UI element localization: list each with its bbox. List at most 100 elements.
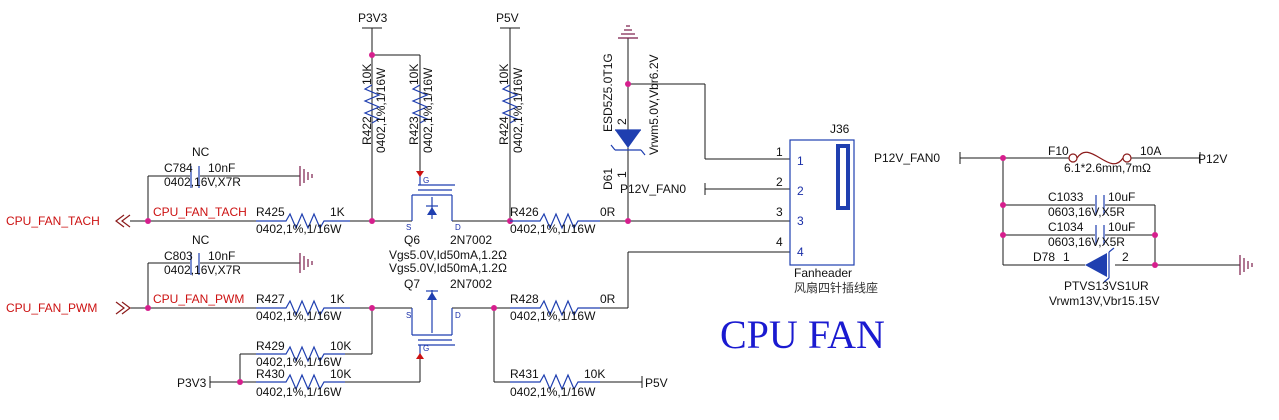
- spec-r428: 0402,1%,1/16W: [510, 309, 596, 323]
- value-r430: 10K: [330, 367, 351, 381]
- gate-arrow-icon: [416, 353, 424, 359]
- ref-r429: R429: [256, 339, 285, 353]
- net-label-cpu-fan-pwm: CPU_FAN_PWM: [153, 292, 244, 306]
- pin2-d61: 2: [615, 118, 629, 125]
- net-label-p12v: P12V: [1198, 152, 1227, 166]
- resistor-r428: [510, 299, 600, 317]
- spec-r426: 0402,1%,1/16W: [510, 222, 596, 236]
- value-r422: 10K: [360, 64, 374, 85]
- ref-r427: R427: [256, 292, 285, 306]
- net-label-p5v: P5V: [645, 376, 668, 390]
- pin-number-left: 2: [776, 175, 783, 189]
- ref-j36: J36: [830, 122, 850, 136]
- value-c1033: 10uF: [1108, 190, 1135, 204]
- wires: [130, 28, 1240, 383]
- capacitor-c1034: [1095, 225, 1105, 245]
- part-q6: 2N7002: [450, 233, 492, 247]
- resistor-r425: [256, 212, 350, 230]
- net-port-symbols: [115, 27, 1201, 388]
- ref-f10: F10: [1048, 144, 1069, 158]
- resistor-r427: [256, 299, 350, 317]
- net-port-cpu-fan-pwm: CPU_FAN_PWM: [6, 301, 97, 315]
- pin-s: S: [406, 311, 411, 320]
- ref-r426: R426: [510, 205, 539, 219]
- resistor-r422: [363, 84, 381, 124]
- ground-symbols: [299, 25, 1253, 275]
- schematic-title: CPU FAN: [720, 312, 885, 357]
- pin-number-left: 3: [776, 205, 783, 219]
- ref-d61: D61: [601, 168, 615, 190]
- part-d78: PTVS13VS1UR: [1064, 279, 1149, 293]
- pin-g: G: [423, 344, 429, 353]
- ref-c784: C784: [164, 161, 193, 175]
- value-r429: 10K: [330, 339, 351, 353]
- value-c784: 10nF: [208, 161, 235, 175]
- pin-number-left: 4: [776, 235, 783, 249]
- pin-g: G: [423, 176, 429, 185]
- label-nc: NC: [192, 145, 210, 159]
- value-r426: 0R: [600, 205, 616, 219]
- ref-c1034: C1034: [1048, 220, 1084, 234]
- resistor-r426: [510, 212, 600, 230]
- part-d61: ESD5Z5.0T1G: [601, 53, 615, 132]
- part-q7: 2N7002: [450, 277, 492, 291]
- value-r431: 10K: [584, 367, 605, 381]
- pin-s: S: [406, 223, 411, 232]
- ref-d78: D78: [1033, 250, 1055, 264]
- ref-q6: Q6: [404, 233, 420, 247]
- desc-j36: 风扇四针插线座: [794, 280, 878, 295]
- net-label-p3v3: P3V3: [358, 11, 388, 25]
- pin-number-inside: 1: [797, 154, 804, 168]
- ref-r423: R423: [407, 116, 421, 145]
- pin2-d78: 2: [1122, 250, 1129, 264]
- spec-c803: 0402,16V,X7R: [164, 263, 241, 277]
- value-c1034: 10uF: [1108, 220, 1135, 234]
- net-port-cpu-fan-tach: CPU_FAN_TACH: [6, 214, 100, 228]
- junctions: [145, 52, 1158, 385]
- mosfet-q6: [411, 175, 455, 221]
- net-label-cpu-fan-tach: CPU_FAN_TACH: [153, 205, 247, 219]
- value-r428: 0R: [600, 292, 616, 306]
- pin1-d61: 1: [615, 171, 629, 178]
- ref-r424: R424: [497, 116, 511, 145]
- ground-icon: [299, 166, 313, 186]
- spec-f10: 6.1*2.6mm,7mΩ: [1064, 161, 1151, 175]
- pin-number-inside: 4: [797, 245, 804, 259]
- value-c803: 10nF: [208, 249, 235, 263]
- resistor-r430: [256, 373, 345, 391]
- ref-r425: R425: [256, 205, 285, 219]
- spec-d61: Vrwm5.0V,Vbr6.2V: [647, 55, 661, 156]
- net-label-p3v3: P3V3: [177, 376, 207, 390]
- spec-r422: 0402,1%,1/16W: [374, 67, 388, 153]
- spec-c1034: 0603,16V,X5R: [1048, 235, 1125, 249]
- spec-q6: Vgs5.0V,Id50mA,1.2Ω: [389, 248, 507, 262]
- spec-c784: 0402,16V,X7R: [164, 175, 241, 189]
- resistor-r424: [501, 84, 519, 124]
- pin-number-left: 1: [776, 145, 783, 159]
- ground-icon: [299, 253, 313, 273]
- tvs-diode-d61: [610, 129, 646, 156]
- ref-c803: C803: [164, 249, 193, 263]
- spec-c1033: 0603,16V,X5R: [1048, 205, 1125, 219]
- ground-icon: [1239, 255, 1253, 275]
- capacitor-c784: [190, 166, 200, 188]
- pin-number-inside: 3: [797, 214, 804, 228]
- resistor-r423: [411, 84, 429, 124]
- ref-r431: R431: [510, 367, 539, 381]
- connector-j36: [789, 139, 855, 266]
- spec-q7: Vgs5.0V,Id50mA,1.2Ω: [389, 261, 507, 275]
- value-r425: 1K: [330, 205, 345, 219]
- fuse-f10: [1068, 151, 1132, 165]
- ref-r428: R428: [510, 292, 539, 306]
- resistor-r431: [510, 373, 600, 391]
- pin1-d78: 1: [1063, 250, 1070, 264]
- spec-r429: 0402,1%,1/16W: [256, 355, 342, 369]
- spec-r423: 0402,1%,1/16W: [421, 67, 435, 153]
- net-label-p5v: P5V: [496, 11, 519, 25]
- spec-r430: 0402,1%,1/16W: [256, 385, 342, 399]
- value-r427: 1K: [330, 292, 345, 306]
- tvs-diode-d78: [1085, 247, 1115, 283]
- spec-d78: Vrwm13V,Vbr15.15V: [1049, 294, 1160, 308]
- net-label-p12v-fan0: P12V_FAN0: [874, 151, 940, 165]
